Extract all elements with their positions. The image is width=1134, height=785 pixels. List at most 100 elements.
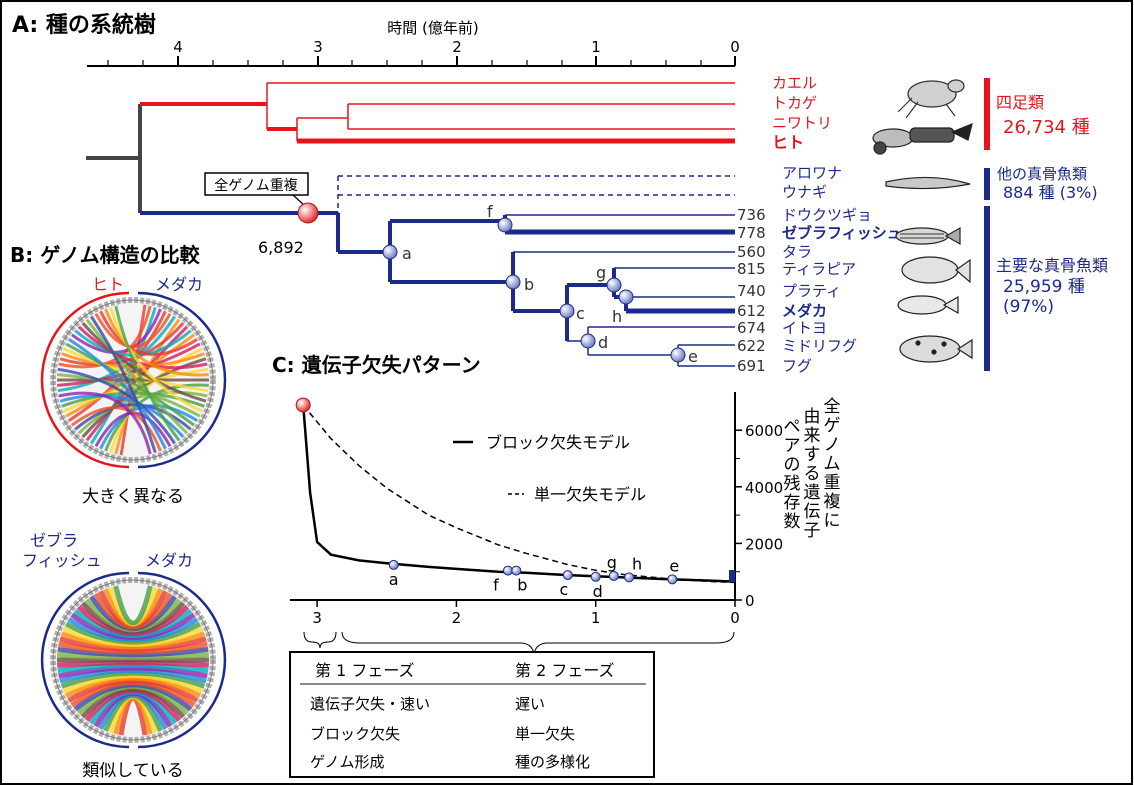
- fish-count-stickleback: 674: [737, 319, 766, 337]
- node-c: [559, 303, 575, 319]
- fish-count-cavefish: 736: [737, 206, 766, 224]
- label-medaka-top: メダカ: [155, 275, 203, 294]
- main-pct: (97%): [1003, 297, 1054, 317]
- y-axis-label-char: ア: [784, 436, 801, 456]
- main-group-label: 主要な真骨魚類: [996, 256, 1108, 275]
- y-axis-label-char: す: [804, 445, 821, 465]
- tetrapod-count: 26,734 種: [1003, 117, 1090, 138]
- synteny-chord: [74, 403, 192, 431]
- fish-count-cod: 560: [737, 243, 766, 261]
- axis-tick-1: 1: [591, 38, 601, 56]
- node-label-a: a: [402, 244, 412, 263]
- pufferfish-illustration: [899, 335, 973, 363]
- node-label-g: g: [596, 263, 606, 282]
- synteny-circle-zebrafish-medaka: [40, 571, 227, 749]
- phase1-header: 第 1 フェーズ: [315, 661, 415, 680]
- synteny-chord: [85, 325, 189, 442]
- phase-table: 第 1 フェーズ 第 2 フェーズ 遺伝子欠失・速い 遅い ブロック欠失 単一欠…: [289, 651, 655, 778]
- point-c: [562, 570, 573, 581]
- synteny-chord: [114, 305, 181, 442]
- synteny-chord: [71, 308, 162, 354]
- other-eel: ウナギ: [782, 183, 827, 201]
- y-axis-label-char: 子: [804, 521, 821, 541]
- node-label-h: h: [612, 307, 622, 326]
- teleost-tree: [140, 175, 735, 367]
- row2-col2: 単一欠失: [515, 725, 575, 743]
- synteny-chord: [94, 312, 172, 349]
- caption-different: 大きく異なる: [82, 487, 184, 507]
- synteny-chord: [58, 391, 152, 455]
- fish-count-tilapia: 815: [737, 260, 766, 278]
- tilapia-illustration: [901, 256, 971, 284]
- fish-count-medaka: 612: [737, 302, 766, 320]
- y-axis-label-char: の: [784, 455, 801, 475]
- x-tick-label: 2: [452, 609, 462, 627]
- other-group-label: 他の真骨魚類: [997, 165, 1087, 183]
- y-axis-label-char: 存: [784, 493, 801, 513]
- node-a: [382, 244, 398, 260]
- legend-block: ブロック欠失モデル: [486, 433, 630, 452]
- synteny-chord: [59, 668, 207, 684]
- point-label-g: g: [607, 553, 617, 572]
- row3-col1: ゲノム形成: [310, 753, 385, 771]
- fish-name-platy: プラティ: [782, 282, 841, 300]
- synteny-chord: [104, 308, 209, 377]
- point-label-d: d: [593, 582, 603, 601]
- synteny-chord: [90, 306, 157, 445]
- node-label-b: b: [524, 275, 534, 294]
- synteny-chord: [58, 665, 208, 679]
- legend-single: 単一欠失モデル: [534, 485, 646, 504]
- fish-count-zebrafish: 778: [737, 224, 766, 242]
- tetrapod-bracket: [984, 78, 990, 150]
- y-axis-label-char: 数: [784, 512, 801, 532]
- other-teleost-bracket: [984, 168, 990, 200]
- node-label-d: d: [598, 333, 608, 352]
- series-block-deletion: [301, 404, 736, 583]
- synteny-chord: [58, 641, 208, 655]
- fish-count-fugu: 691: [737, 357, 766, 375]
- point-label-f: f: [493, 576, 499, 595]
- synteny-chord: [57, 652, 209, 660]
- row1-col2: 遅い: [515, 695, 545, 713]
- wgd-node: [297, 202, 319, 224]
- y-axis-label-char: 重: [824, 473, 841, 493]
- synteny-circle-human-medaka: [40, 291, 227, 469]
- wgd-start-point: [295, 397, 311, 413]
- frog-illustration: [897, 79, 965, 119]
- y-axis-label-char: 全: [824, 397, 841, 417]
- synteny-chord: [113, 585, 153, 626]
- y-tick-label: 4000: [745, 479, 783, 497]
- synteny-chord: [62, 673, 204, 694]
- synteny-chord: [57, 367, 176, 445]
- row3-col2: 種の多様化: [515, 753, 590, 771]
- point-label-a: a: [389, 570, 399, 589]
- fish-count-tetraodon: 622: [737, 337, 766, 355]
- panel-a-title: A: 種の系統樹: [12, 12, 156, 38]
- label-medaka-bottom: メダカ: [145, 551, 193, 570]
- phase2-brace: [341, 631, 735, 655]
- point-label-h: h: [632, 554, 642, 573]
- y-axis-label-char: ム: [824, 454, 841, 474]
- tetrapod-lizard: トカゲ: [772, 94, 817, 112]
- fish-name-tilapia: ティラピア: [782, 260, 856, 278]
- eel-illustration: [885, 176, 971, 190]
- y-axis-label-char: 来: [804, 426, 821, 446]
- fish-name-stickleback: イトヨ: [782, 319, 827, 337]
- y-tick-label: 6000: [745, 422, 783, 440]
- synteny-chord: [104, 383, 209, 452]
- point-h: [624, 572, 635, 583]
- synteny-chord: [60, 670, 206, 689]
- panel-c-title: C: 遺伝子欠失パターン: [272, 353, 481, 377]
- fish-count-platy: 740: [737, 282, 766, 300]
- platy-illustration: [897, 295, 959, 315]
- y-axis-label-char: 残: [784, 474, 801, 494]
- tetrapod-chicken: ニワトリ: [772, 114, 832, 132]
- fish-name-medaka: メダカ: [782, 302, 827, 320]
- synteny-chord: [59, 394, 185, 438]
- point-a: [388, 559, 399, 570]
- node-label-e: e: [688, 347, 698, 366]
